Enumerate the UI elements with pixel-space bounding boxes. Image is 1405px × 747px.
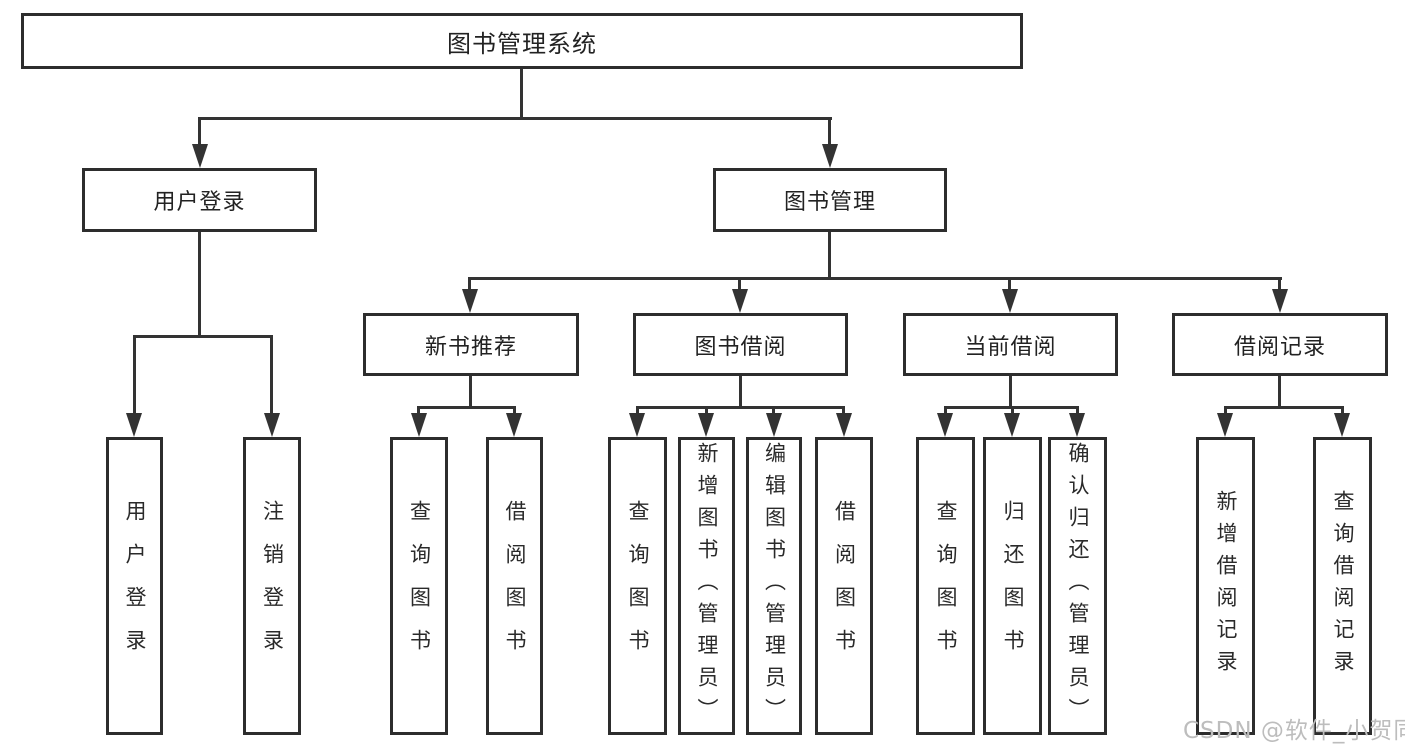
- edge-line: [469, 277, 1282, 280]
- edge-line: [270, 335, 273, 415]
- edge-line: [133, 335, 273, 338]
- edge-line: [520, 69, 523, 119]
- edge-line: [417, 406, 516, 409]
- edge-line: [513, 406, 516, 416]
- edge-line: [828, 231, 831, 279]
- arrow-down-icon: [192, 144, 208, 168]
- node-book-management: 图书管理: [713, 168, 947, 232]
- leaf-query-borrow-record: 查询借阅记录: [1313, 437, 1372, 735]
- arrow-down-icon: [937, 413, 953, 437]
- arrow-down-icon: [1004, 413, 1020, 437]
- node-book-borrow-label: 图书借阅: [694, 334, 787, 360]
- edge-line: [1224, 406, 1227, 416]
- edge-line: [705, 406, 708, 416]
- leaf-return-book: 归还图书: [983, 437, 1042, 735]
- edge-line: [1278, 374, 1281, 408]
- leaf-logout: 注销登录: [243, 437, 301, 735]
- edge-line: [1076, 406, 1079, 416]
- leaf-borrow-query-book: 查询图书: [608, 437, 667, 735]
- arrow-down-icon: [1272, 289, 1288, 313]
- node-new-book-recommend: 新书推荐: [363, 313, 579, 376]
- edge-line: [417, 406, 420, 416]
- leaf-query-borrow-record-label: 查询借阅记录: [1331, 490, 1355, 682]
- leaf-edit-book-admin: 编辑图书（管理员）: [746, 437, 802, 735]
- edge-line: [1224, 406, 1344, 409]
- arrow-down-icon: [264, 413, 280, 437]
- leaf-borrow-query-book-label: 查询图书: [626, 500, 650, 672]
- arrow-down-icon: [1002, 289, 1018, 313]
- leaf-return-book-label: 归还图书: [1001, 500, 1025, 672]
- edge-line: [1008, 277, 1011, 293]
- node-user-login-label: 用户登录: [153, 190, 246, 215]
- leaf-edit-book-admin-label: 编辑图书（管理员）: [762, 442, 787, 730]
- leaf-add-book-admin: 新增图书（管理员）: [678, 437, 735, 735]
- edge-line: [1278, 277, 1281, 293]
- arrow-down-icon: [822, 144, 838, 168]
- edge-line: [842, 406, 845, 416]
- arrow-down-icon: [1069, 413, 1085, 437]
- node-current-borrow: 当前借阅: [903, 313, 1118, 376]
- leaf-user-login: 用户登录: [106, 437, 163, 735]
- node-book-management-label: 图书管理: [783, 190, 876, 215]
- edge-line: [468, 277, 471, 293]
- arrow-down-icon: [1334, 413, 1350, 437]
- arrow-down-icon: [126, 413, 142, 437]
- leaf-recommend-borrow-book: 借阅图书: [486, 437, 543, 735]
- leaf-confirm-return-admin-label: 确认归还（管理员）: [1066, 442, 1090, 730]
- edge-line: [772, 406, 775, 416]
- node-book-borrow: 图书借阅: [633, 313, 848, 376]
- arrow-down-icon: [411, 413, 427, 437]
- node-borrow-records-label: 借阅记录: [1233, 334, 1326, 360]
- edge-line: [198, 230, 201, 337]
- arrow-down-icon: [698, 413, 714, 437]
- leaf-add-borrow-record-label: 新增借阅记录: [1214, 490, 1238, 682]
- node-user-login: 用户登录: [82, 168, 317, 232]
- arrow-down-icon: [1217, 413, 1233, 437]
- leaf-borrow-book-label: 借阅图书: [832, 500, 857, 672]
- node-root-system: 图书管理系统: [21, 13, 1023, 69]
- leaf-logout-label: 注销登录: [260, 500, 285, 672]
- edge-line: [1341, 406, 1344, 416]
- arrow-down-icon: [629, 413, 645, 437]
- edge-line: [944, 406, 947, 416]
- node-new-book-recommend-label: 新书推荐: [424, 334, 517, 360]
- arrow-down-icon: [836, 413, 852, 437]
- arrow-down-icon: [732, 289, 748, 313]
- leaf-add-book-admin-label: 新增图书（管理员）: [695, 442, 719, 730]
- edge-line: [828, 117, 831, 148]
- edge-line: [738, 277, 741, 293]
- leaf-current-query-book-label: 查询图书: [934, 500, 958, 672]
- edge-line: [1011, 406, 1014, 416]
- edge-line: [739, 374, 742, 408]
- edge-line: [469, 374, 472, 408]
- edge-line: [198, 117, 201, 148]
- arrow-down-icon: [506, 413, 522, 437]
- edge-line: [133, 335, 136, 415]
- node-current-borrow-label: 当前借阅: [964, 334, 1057, 360]
- leaf-add-borrow-record: 新增借阅记录: [1196, 437, 1255, 735]
- leaf-confirm-return-admin: 确认归还（管理员）: [1048, 437, 1107, 735]
- edge-line: [199, 117, 832, 120]
- leaf-current-query-book: 查询图书: [916, 437, 975, 735]
- arrow-down-icon: [462, 289, 478, 313]
- leaf-recommend-query-book: 查询图书: [390, 437, 448, 735]
- edge-line: [1009, 374, 1012, 408]
- leaf-borrow-book: 借阅图书: [815, 437, 873, 735]
- leaf-recommend-query-book-label: 查询图书: [407, 500, 432, 672]
- leaf-recommend-borrow-book-label: 借阅图书: [503, 500, 527, 672]
- arrow-down-icon: [766, 413, 782, 437]
- edge-line: [636, 406, 639, 416]
- node-borrow-records: 借阅记录: [1172, 313, 1388, 376]
- watermark-text: CSDN @软件_小贺同学: [1183, 718, 1405, 744]
- node-root-label: 图书管理系统: [447, 29, 597, 58]
- edge-line: [636, 406, 845, 409]
- leaf-user-login-label: 用户登录: [123, 500, 147, 672]
